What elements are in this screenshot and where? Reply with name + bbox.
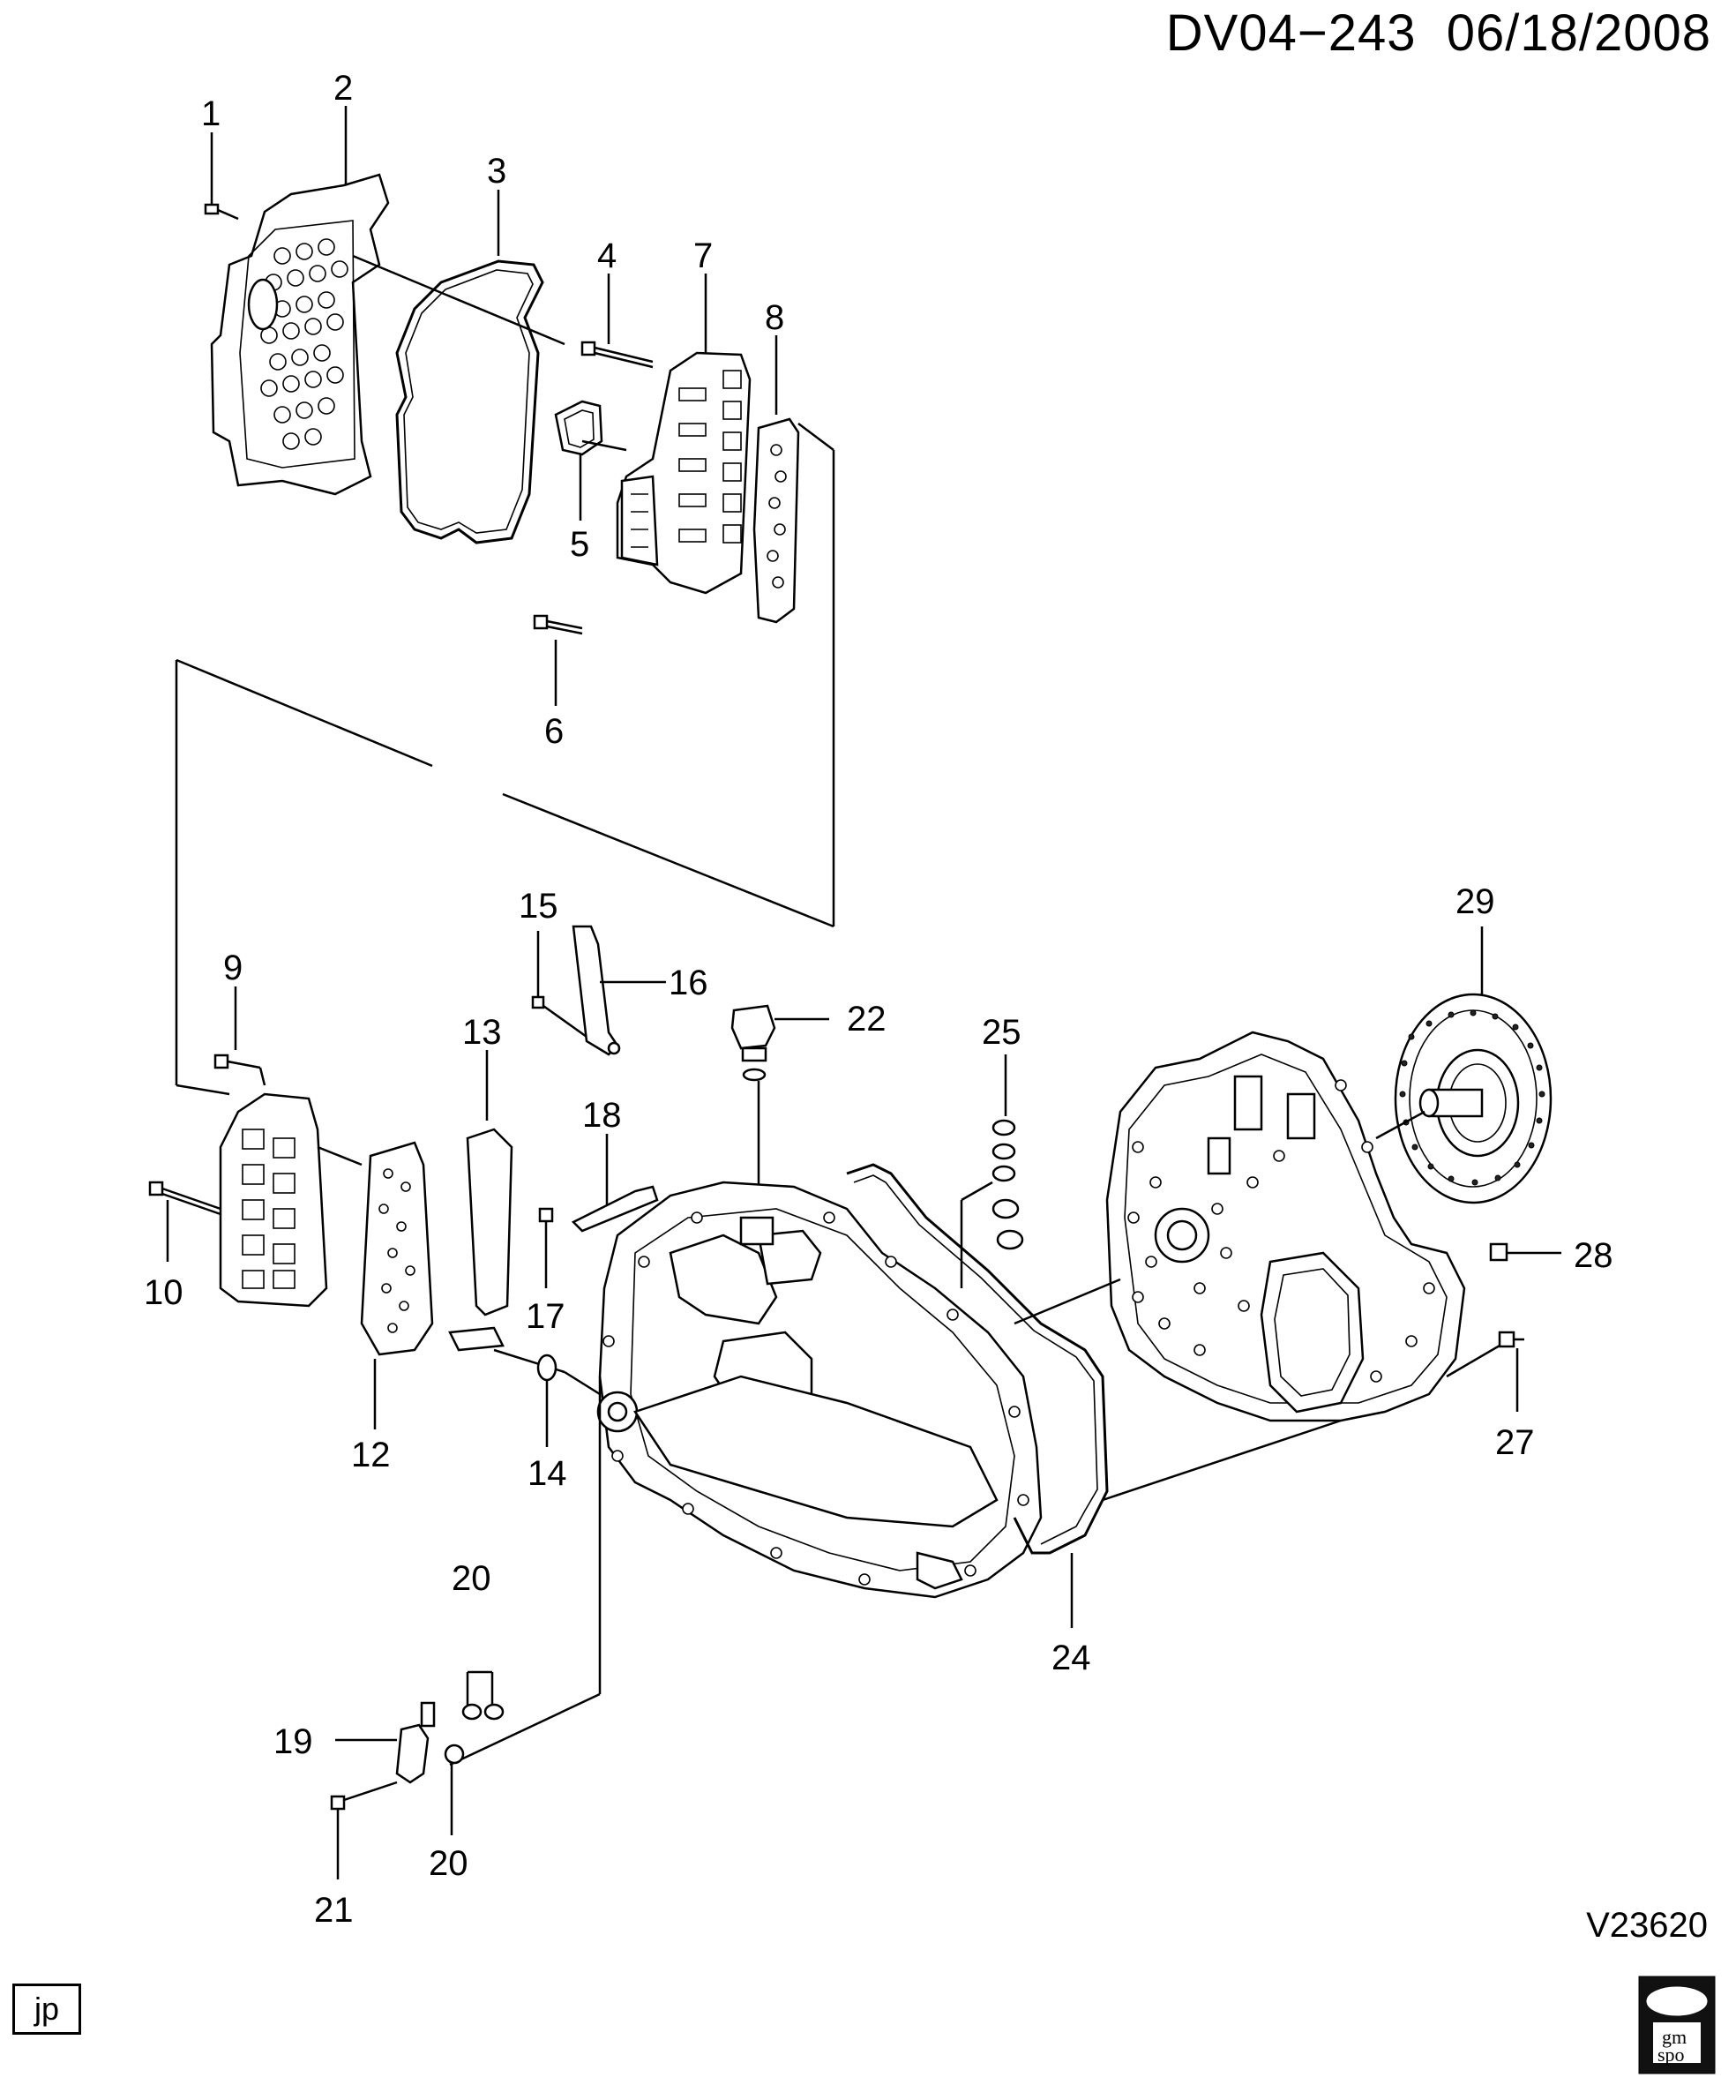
callout-22: 22 <box>847 1000 887 1039</box>
callout-2: 2 <box>333 69 353 108</box>
callout-27: 27 <box>1495 1423 1535 1462</box>
callout-1: 1 <box>201 94 221 133</box>
part-17-bolt <box>538 1207 554 1288</box>
part-24-gasket <box>846 1163 1109 1628</box>
callout-10: 10 <box>144 1273 183 1312</box>
callout-7: 7 <box>693 236 713 275</box>
valve-body-assembly <box>219 1092 363 1308</box>
callout-8: 8 <box>765 298 784 337</box>
part-10-bolt <box>148 1181 221 1262</box>
alignment-lines-upper <box>175 254 835 1096</box>
logo-text-top: gm <box>1662 2026 1687 2048</box>
part-27-bolt <box>1446 1331 1524 1412</box>
part-21-bolt <box>330 1781 398 1879</box>
transmission-case <box>596 1181 1043 1599</box>
part-7-solenoid-body <box>616 274 752 595</box>
part-18-bracket <box>571 1134 659 1233</box>
gm-spo-logo: gm spo <box>1638 1976 1716 2074</box>
diagram-date: 06/18/2008 <box>1446 4 1711 62</box>
part-13-spacer <box>448 1050 601 1396</box>
callout-29: 29 <box>1455 882 1495 921</box>
logo-text-bottom: spo <box>1657 2044 1685 2066</box>
callout-12: 12 <box>351 1436 391 1474</box>
callout-20-upper: 20 <box>452 1559 491 1598</box>
callout-20-lower: 20 <box>429 1844 468 1883</box>
part-5-seal <box>554 400 603 521</box>
part-16-bracket <box>572 925 666 1056</box>
callout-19: 19 <box>273 1722 313 1761</box>
part-2-valve-body-cover <box>210 106 390 496</box>
callout-13: 13 <box>462 1013 502 1052</box>
callout-5: 5 <box>570 525 589 564</box>
part-20-o-rings <box>444 1670 505 1835</box>
region-badge: jp <box>12 1984 81 2035</box>
part-22-fill-cap <box>730 1004 829 1218</box>
diagram-header: DV04−243 06/18/2008 <box>1166 4 1711 63</box>
callout-18: 18 <box>582 1096 622 1135</box>
callout-25: 25 <box>982 1013 1021 1052</box>
callout-16: 16 <box>669 964 708 1002</box>
callout-14: 14 <box>528 1454 567 1493</box>
part-4-bolt <box>580 274 654 369</box>
illustration-id: V23620 <box>1586 1906 1708 1945</box>
callout-labels: 1 2 3 4 5 6 7 8 9 10 12 13 14 15 16 17 1… <box>144 69 1613 1930</box>
alignment-lines-lower <box>449 1278 1342 1766</box>
diagram-code: DV04−243 <box>1165 4 1417 62</box>
part-14-o-ring <box>536 1354 557 1447</box>
cover-hole-grid <box>260 238 348 450</box>
part-28-plug <box>1489 1242 1561 1262</box>
callout-15: 15 <box>519 887 558 926</box>
part-19-speed-sensor <box>335 1701 436 1784</box>
transmission-housing <box>1105 1031 1466 1422</box>
part-6-bolt <box>533 614 583 706</box>
callout-28: 28 <box>1574 1236 1613 1275</box>
callout-6: 6 <box>544 712 564 751</box>
part-15-bolt <box>531 931 587 1039</box>
callout-4: 4 <box>597 236 617 275</box>
part-8-spacer-plate <box>752 335 800 624</box>
part-3-gasket <box>395 190 544 544</box>
part-9-bolt <box>213 986 266 1086</box>
part-29-torque-converter <box>1375 926 1553 1204</box>
callout-3: 3 <box>487 152 506 191</box>
callout-21: 21 <box>314 1891 354 1930</box>
callout-24: 24 <box>1051 1639 1091 1677</box>
callout-9: 9 <box>223 949 243 987</box>
part-25-harness <box>960 1054 1024 1288</box>
part-12-separator-plate <box>360 1141 434 1429</box>
solenoid-valves <box>678 370 742 544</box>
callout-17: 17 <box>526 1297 565 1336</box>
part-1-bolt <box>204 132 239 221</box>
